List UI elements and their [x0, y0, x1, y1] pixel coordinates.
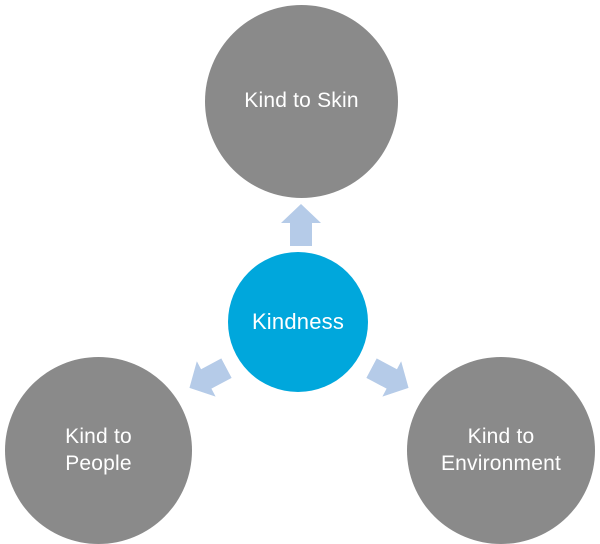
node-kind-to-environment[interactable]: Kind to Environment — [407, 357, 595, 544]
arrow-down-left-icon — [180, 350, 236, 405]
node-kind-to-people-label: Kind to People — [65, 424, 132, 475]
node-kind-to-people[interactable]: Kind to People — [5, 357, 192, 544]
node-kind-to-environment-label: Kind to Environment — [440, 424, 562, 475]
hub-circle-icon[interactable]: Kindness — [228, 252, 368, 392]
arrow-up-icon — [281, 204, 321, 246]
hub-label: Kindness — [251, 308, 345, 334]
node-kind-to-skin-label: Kind to Skin — [244, 89, 359, 113]
node-kind-to-skin[interactable]: Kind to Skin — [205, 5, 398, 198]
arrow-down-right-icon — [362, 350, 418, 405]
